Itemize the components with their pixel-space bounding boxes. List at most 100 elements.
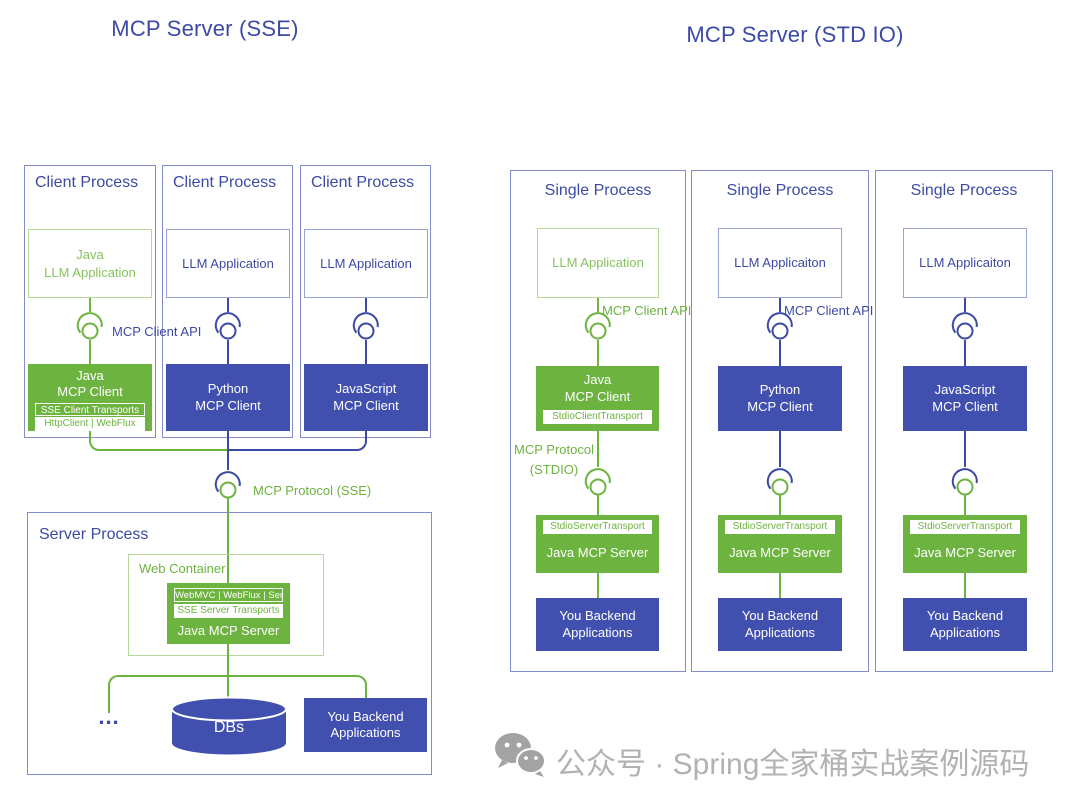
stdio-backend-applications-box-2: You Backend Applications (718, 598, 842, 651)
socket-ball-connector-icon (951, 468, 978, 496)
connector-line (99, 449, 228, 451)
database-cylinder-icon (171, 696, 287, 755)
stdio-single-process-3-title: Single Process (910, 182, 1018, 199)
sse-server-process-box (27, 512, 432, 775)
stdio-mcp-client-api-label-2: MCP Client API (784, 303, 874, 318)
sse-llm-application-box-1: Java LLM Application (28, 229, 152, 298)
mcp-client-label: Java MCP Client (564, 372, 631, 404)
connector-line (227, 431, 229, 470)
sse-mcp-client-box-python: Python MCP Client (166, 364, 290, 431)
sse-llm-application-label-3: LLM Application (320, 255, 412, 271)
dbs-label: DBs (213, 719, 245, 736)
sse-backend-applications-box: You Backend Applications (304, 698, 427, 752)
sse-protocol-label: MCP Protocol (SSE) (253, 483, 372, 498)
stdio-llm-application-box-2: LLM Applicaiton (718, 228, 842, 298)
backend-applications-label: You Backend Applications (559, 608, 636, 640)
connector-line (597, 431, 599, 467)
connector-line (118, 675, 357, 677)
sse-mcp-client-box-javascript: JavaScript MCP Client (304, 364, 428, 431)
mcp-client-label: Python MCP Client (747, 382, 813, 414)
mcp-client-label: Python MCP Client (195, 381, 261, 413)
connector-line (964, 573, 966, 598)
stdio-single-process-1-title: Single Process (544, 182, 652, 199)
connector-line (365, 298, 367, 312)
stdio-mcp-client-box-javascript: JavaScript MCP Client (903, 366, 1027, 431)
more-targets-ellipsis: ... (98, 704, 120, 729)
sse-mcp-client-api-label: MCP Client API (112, 324, 202, 339)
sse-client-process-3-title: Client Process (311, 174, 415, 191)
sse-mcp-client-box-java: Java MCP Client SSE Client Transports Ht… (28, 364, 152, 431)
connector-line (597, 298, 599, 312)
socket-ball-connector-icon (76, 312, 103, 340)
stdio-llm-application-label-2: LLM Applicaiton (734, 255, 826, 271)
sse-client-process-2-title: Client Process (173, 174, 277, 191)
sse-llm-application-label-1: Java LLM Application (44, 246, 136, 280)
connector-corner (89, 441, 99, 451)
connector-line (227, 340, 229, 364)
stdio-title: MCP Server (STD IO) (686, 22, 904, 47)
watermark-text: 公众号 · Spring全家桶实战案例源码 (556, 748, 1030, 781)
connector-line (964, 495, 966, 515)
connector-line (779, 298, 781, 312)
socket-ball-connector-icon (584, 312, 611, 340)
sse-llm-application-label-2: LLM Application (182, 255, 274, 271)
connector-line (228, 449, 357, 451)
stdio-backend-applications-box-3: You Backend Applications (903, 598, 1027, 651)
socket-ball-connector-icon (352, 312, 379, 340)
socket-ball-connector-icon (766, 312, 793, 340)
connector-line (964, 431, 966, 467)
java-mcp-server-label: Java MCP Server (729, 545, 831, 561)
connector-line (779, 340, 781, 366)
stdio-java-mcp-server-box-1: StdioServerTransport Java MCP Server (536, 515, 659, 573)
sse-web-container-title: Web Container (139, 561, 226, 576)
connector-line (108, 685, 110, 713)
stdio-single-process-2-title: Single Process (726, 182, 834, 199)
stdio-server-transport-badge: StdioServerTransport (910, 520, 1020, 534)
connector-corner (108, 675, 118, 685)
socket-ball-connector-icon (951, 312, 978, 340)
sse-server-process-title: Server Process (39, 526, 149, 543)
stdio-llm-application-label-3: LLM Applicaiton (919, 255, 1011, 271)
sse-client-transport-badge: SSE Client Transports (35, 402, 145, 417)
connector-corner (357, 675, 367, 685)
connector-line (227, 677, 229, 697)
connector-corner (357, 441, 367, 451)
sse-client-process-1-title: Client Process (35, 174, 139, 191)
connector-line (365, 431, 367, 441)
connector-line (365, 340, 367, 364)
socket-ball-connector-icon (584, 468, 611, 496)
mcp-client-label: JavaScript MCP Client (333, 381, 399, 413)
stdio-mcp-client-api-label-1: MCP Client API (602, 303, 692, 318)
connector-line (227, 298, 229, 312)
sse-java-mcp-server-label: Java MCP Server (177, 622, 280, 638)
stdio-single-process-3 (875, 170, 1053, 672)
connector-line (964, 340, 966, 366)
connector-line (964, 298, 966, 312)
java-mcp-server-label: Java MCP Server (914, 545, 1016, 561)
stdio-mcp-client-box-python: Python MCP Client (718, 366, 842, 431)
connector-line (779, 573, 781, 598)
sse-server-frameworks-badge: WebMVC | WebFlux | Servlet (174, 588, 283, 602)
sse-client-transport-options: HttpClient | WebFlux (35, 417, 145, 431)
mcp-client-label: JavaScript MCP Client (932, 382, 998, 414)
stdio-backend-applications-box-1: You Backend Applications (536, 598, 659, 651)
wechat-icon (495, 733, 546, 777)
backend-applications-label: You Backend Applications (741, 608, 819, 640)
stdio-java-mcp-server-box-2: StdioServerTransport Java MCP Server (718, 515, 842, 573)
sse-web-container-box (128, 554, 324, 656)
connector-line (89, 298, 91, 312)
stdio-client-transport-badge: StdioClientTransport (543, 410, 652, 424)
java-mcp-server-label: Java MCP Server (546, 545, 649, 561)
sse-java-mcp-server-box: WebMVC | WebFlux | Servlet SSE Server Tr… (167, 583, 290, 644)
stdio-java-mcp-server-box-3: StdioServerTransport Java MCP Server (903, 515, 1027, 573)
stdio-llm-application-box-1: LLM Application (537, 228, 659, 298)
connector-line (227, 644, 229, 675)
socket-ball-connector-icon (214, 312, 241, 340)
sse-server-transport-badge: SSE Server Transports (174, 604, 283, 618)
connector-line (365, 685, 367, 698)
sse-title: MCP Server (SSE) (111, 16, 299, 41)
connector-line (597, 340, 599, 366)
sse-llm-application-box-3: LLM Application (304, 229, 428, 298)
stdio-single-process-2 (691, 170, 869, 672)
